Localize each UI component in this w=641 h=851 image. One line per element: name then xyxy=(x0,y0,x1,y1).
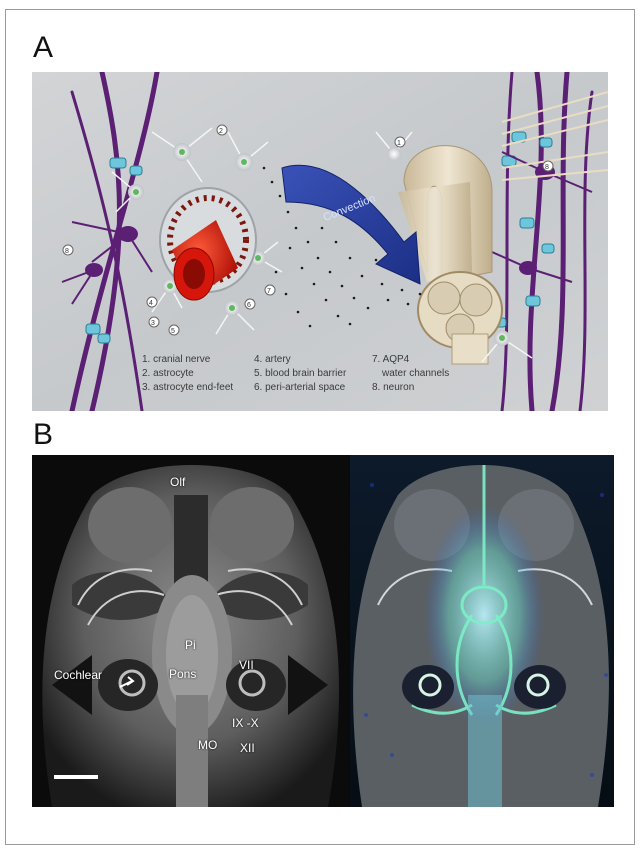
scale-bar xyxy=(54,775,98,779)
label-ix-x: IX -X xyxy=(232,716,259,730)
legend-item-2: 2. astrocyte xyxy=(142,367,233,381)
legend-item-5: 5. blood brain barrier xyxy=(254,367,346,381)
legend-item-7: 7. AQP4 xyxy=(372,353,449,367)
mri-left-grayscale xyxy=(32,455,348,807)
legend-item-3: 3. astrocyte end-feet xyxy=(142,381,233,395)
marker-6: 6 xyxy=(247,302,251,309)
label-pons: Pons xyxy=(169,667,196,681)
label-olf: Olf xyxy=(170,475,185,489)
marker-4: 4 xyxy=(149,300,153,307)
marker-1: 1 xyxy=(397,140,401,147)
panel-b-letter: B xyxy=(33,418,53,452)
label-cochlear: Cochlear xyxy=(54,668,102,682)
legend-item-4: 4. artery xyxy=(254,353,346,367)
marker-3: 3 xyxy=(151,320,155,327)
legend-col-3: 7. AQP4 water channels 8. neuron xyxy=(372,353,449,395)
legend-item-6: 6. peri-arterial space xyxy=(254,381,346,395)
legend-col-2: 4. artery 5. blood brain barrier 6. peri… xyxy=(254,353,346,395)
mri-images xyxy=(32,455,614,807)
marker-2: 2 xyxy=(219,128,223,135)
marker-5: 5 xyxy=(171,328,175,335)
label-mo: MO xyxy=(198,738,217,752)
label-pi: Pi xyxy=(185,638,196,652)
legend-item-8: 8. neuron xyxy=(372,381,449,395)
marker-7: 7 xyxy=(267,288,271,295)
label-vii: VII xyxy=(239,658,254,672)
panel-b-mri: Olf Pi Pons VII Cochlear IX -X MO XII xyxy=(32,455,614,807)
mri-right-overlay xyxy=(350,455,614,807)
legend-item-7b: water channels xyxy=(372,367,449,381)
marker-8a: 8 xyxy=(65,248,69,255)
label-xii: XII xyxy=(240,741,255,755)
panel-a-letter: A xyxy=(33,31,53,65)
legend-item-1: 1. cranial nerve xyxy=(142,353,233,367)
legend-col-1: 1. cranial nerve 2. astrocyte 3. astrocy… xyxy=(142,353,233,395)
panel-a-illustration: Convection xyxy=(32,72,608,411)
marker-8b: 8 xyxy=(545,164,549,171)
